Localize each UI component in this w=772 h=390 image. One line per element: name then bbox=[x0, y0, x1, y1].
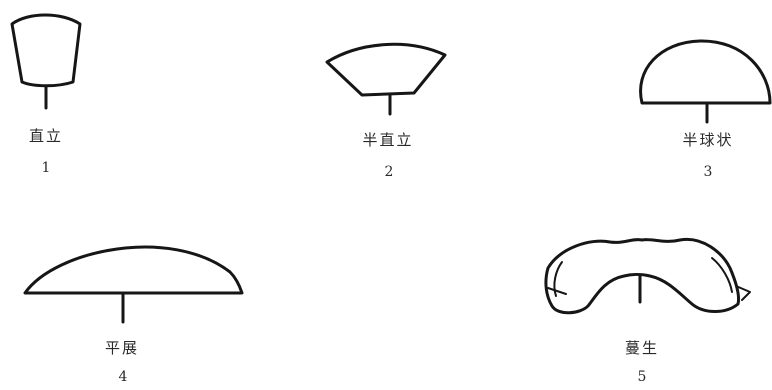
shape-spreading bbox=[25, 247, 242, 322]
number-spreading: 4 bbox=[119, 369, 128, 385]
label-creeping: 蔓生 bbox=[625, 337, 659, 358]
label-spreading: 平展 bbox=[105, 337, 139, 358]
number-semi-upright: 2 bbox=[385, 164, 394, 180]
number-upright: 1 bbox=[42, 160, 51, 176]
label-semi-upright: 半直立 bbox=[362, 129, 413, 150]
label-upright: 直立 bbox=[29, 125, 63, 146]
label-hemispherical: 半球状 bbox=[682, 129, 733, 150]
number-hemispherical: 3 bbox=[704, 164, 713, 180]
shape-semi-upright bbox=[327, 44, 445, 114]
number-creeping: 5 bbox=[638, 369, 647, 385]
shape-hemispherical bbox=[641, 41, 770, 122]
shape-creeping bbox=[546, 239, 750, 312]
shape-upright bbox=[12, 15, 80, 108]
